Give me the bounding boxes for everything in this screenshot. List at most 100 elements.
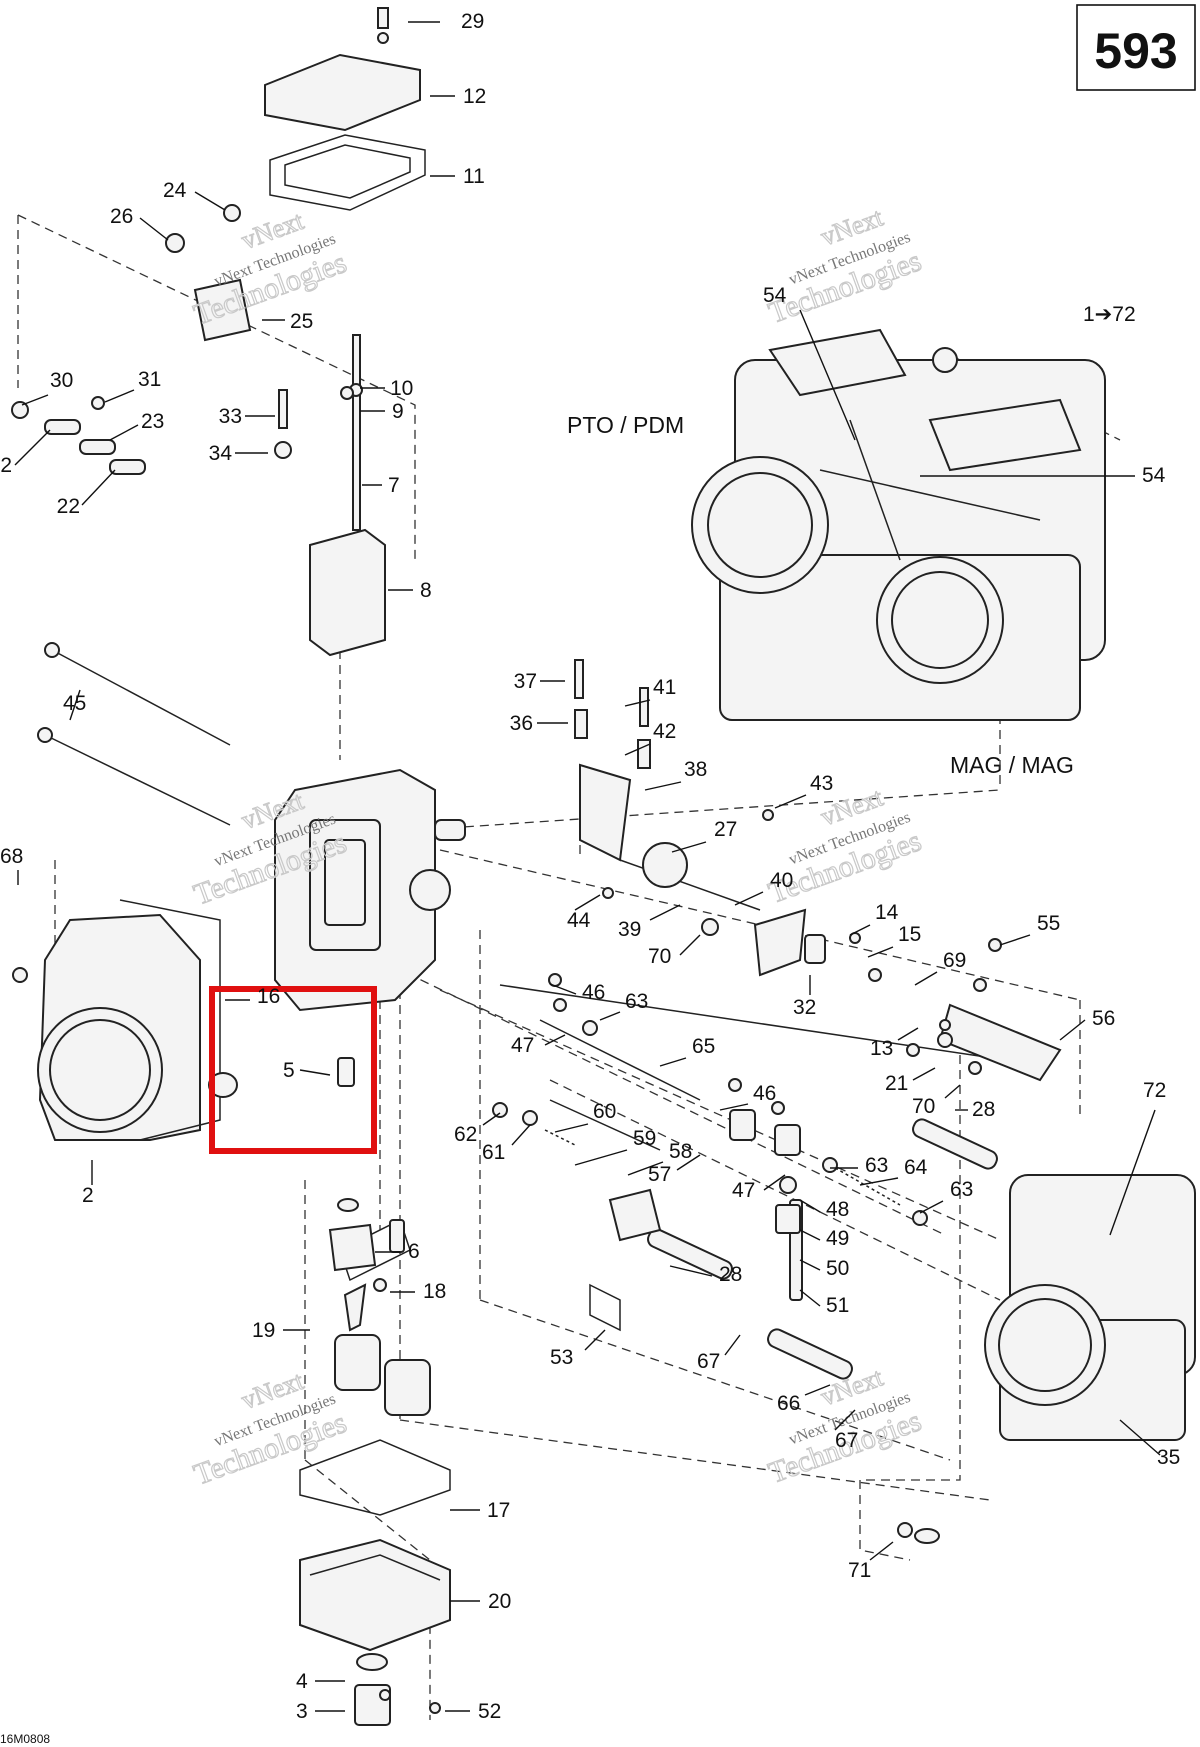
callout-leader bbox=[624, 743, 651, 756]
callout-2: 2 bbox=[82, 1184, 94, 1207]
callout-63: 63 bbox=[865, 1154, 888, 1177]
callout-leader bbox=[774, 794, 807, 809]
callout-leader bbox=[81, 469, 116, 506]
callout-64: 64 bbox=[904, 1156, 928, 1179]
callout-9: 9 bbox=[392, 400, 404, 423]
highlight-box bbox=[209, 986, 377, 1154]
callout-16: 16 bbox=[257, 985, 280, 1008]
small-parts bbox=[11, 204, 1002, 1714]
callout-60: 60 bbox=[593, 1100, 616, 1123]
carburetor-assembly-bottom bbox=[984, 1174, 1196, 1441]
callout-54: 54 bbox=[1142, 464, 1166, 487]
callout-44: 44 bbox=[567, 909, 591, 932]
callout-48: 48 bbox=[826, 1198, 849, 1221]
callout-22: 22 bbox=[0, 454, 12, 477]
callout-42: 42 bbox=[653, 720, 676, 743]
callout-leader bbox=[999, 934, 1031, 946]
callout-5: 5 bbox=[283, 1059, 295, 1082]
callout-leader bbox=[549, 983, 577, 995]
callout-47: 47 bbox=[511, 1034, 534, 1057]
callout-leader bbox=[799, 1289, 821, 1307]
callout-38: 38 bbox=[684, 758, 707, 781]
callout-leader bbox=[69, 689, 81, 721]
callout-31: 31 bbox=[138, 368, 161, 391]
callout-40: 40 bbox=[770, 869, 793, 892]
callout-65: 65 bbox=[692, 1035, 715, 1058]
callout-70: 70 bbox=[912, 1095, 935, 1118]
callout-3: 3 bbox=[296, 1700, 308, 1723]
callout-leader bbox=[482, 1112, 501, 1126]
callout-leader bbox=[649, 904, 681, 921]
callout-leader bbox=[659, 1057, 687, 1067]
callout-53: 53 bbox=[550, 1346, 573, 1369]
watermark-2: vNext vNext Technologies Technologies bbox=[764, 202, 926, 331]
callout-leader bbox=[1119, 1419, 1161, 1456]
callout-leader bbox=[867, 946, 894, 958]
callout-66: 66 bbox=[777, 1392, 800, 1415]
callout-67: 67 bbox=[835, 1429, 858, 1452]
callout-15: 15 bbox=[898, 923, 921, 946]
callout-leader bbox=[599, 1011, 621, 1021]
callout-leader bbox=[584, 1329, 606, 1351]
shafts bbox=[499, 842, 1062, 1380]
callout-leader bbox=[1059, 1019, 1086, 1041]
callout-leader bbox=[624, 699, 651, 707]
callout-10: 10 bbox=[390, 377, 413, 400]
callout-46: 46 bbox=[582, 981, 605, 1004]
callout-leader bbox=[799, 309, 856, 441]
callout-leader bbox=[511, 1124, 531, 1146]
callout-52: 52 bbox=[478, 1700, 501, 1723]
callout-leader bbox=[912, 1067, 936, 1081]
callout-32: 32 bbox=[793, 996, 816, 1019]
callout-50: 50 bbox=[826, 1257, 849, 1280]
callout-22: 22 bbox=[57, 495, 80, 518]
callout-58: 58 bbox=[669, 1140, 692, 1163]
callout-leader bbox=[834, 1409, 856, 1431]
callout-68: 68 bbox=[0, 845, 23, 868]
callout-leader bbox=[804, 1384, 831, 1396]
callout-23: 23 bbox=[141, 410, 164, 433]
drawing-code: 16M0808 bbox=[0, 1732, 50, 1746]
callout-25: 25 bbox=[290, 310, 313, 333]
callout-30: 30 bbox=[50, 369, 73, 392]
callout-leader bbox=[859, 1177, 899, 1186]
callout-leader bbox=[676, 1154, 701, 1171]
callout-47: 47 bbox=[732, 1179, 755, 1202]
callout-leader bbox=[644, 781, 682, 791]
callout-leader bbox=[763, 1174, 786, 1191]
top-cover bbox=[264, 7, 426, 211]
callout-leader bbox=[194, 191, 226, 211]
callout-33: 33 bbox=[219, 405, 242, 428]
page-number: 593 bbox=[1094, 23, 1177, 79]
callout-71: 71 bbox=[848, 1559, 871, 1582]
callout-leader bbox=[914, 971, 938, 986]
floats bbox=[334, 1218, 431, 1416]
callout-55: 55 bbox=[1037, 912, 1060, 935]
callout-4: 4 bbox=[296, 1670, 308, 1693]
watermark-5: vNext vNext Technologies Technologies bbox=[189, 1365, 351, 1492]
callout-leader bbox=[849, 924, 871, 936]
callout-leader bbox=[627, 1161, 664, 1176]
callout-leader bbox=[719, 1103, 749, 1111]
callout-leader bbox=[897, 1027, 919, 1041]
callout-26: 26 bbox=[110, 205, 133, 228]
callout-69: 69 bbox=[943, 949, 966, 972]
callout-leader bbox=[919, 1200, 944, 1214]
callout-leader bbox=[104, 389, 135, 403]
callout-45: 45 bbox=[63, 692, 86, 715]
callout-62: 62 bbox=[454, 1123, 477, 1146]
callout-13: 13 bbox=[870, 1037, 893, 1060]
callout-72: 72 bbox=[1143, 1079, 1166, 1102]
callout-24: 24 bbox=[163, 179, 187, 202]
label-range: 1➔72 bbox=[1083, 303, 1136, 326]
callout-12: 12 bbox=[463, 85, 486, 108]
slide bbox=[309, 334, 386, 657]
callout-29: 29 bbox=[461, 10, 484, 33]
label-mag-mag: MAG / MAG bbox=[950, 752, 1074, 778]
watermark-1: vNext vNext Technologies Technologies bbox=[189, 205, 351, 332]
float-bowl bbox=[299, 1439, 451, 1726]
label-pto-pdm: PTO / PDM bbox=[567, 412, 684, 438]
callout-27: 27 bbox=[714, 818, 737, 841]
callout-leader bbox=[869, 1541, 894, 1561]
